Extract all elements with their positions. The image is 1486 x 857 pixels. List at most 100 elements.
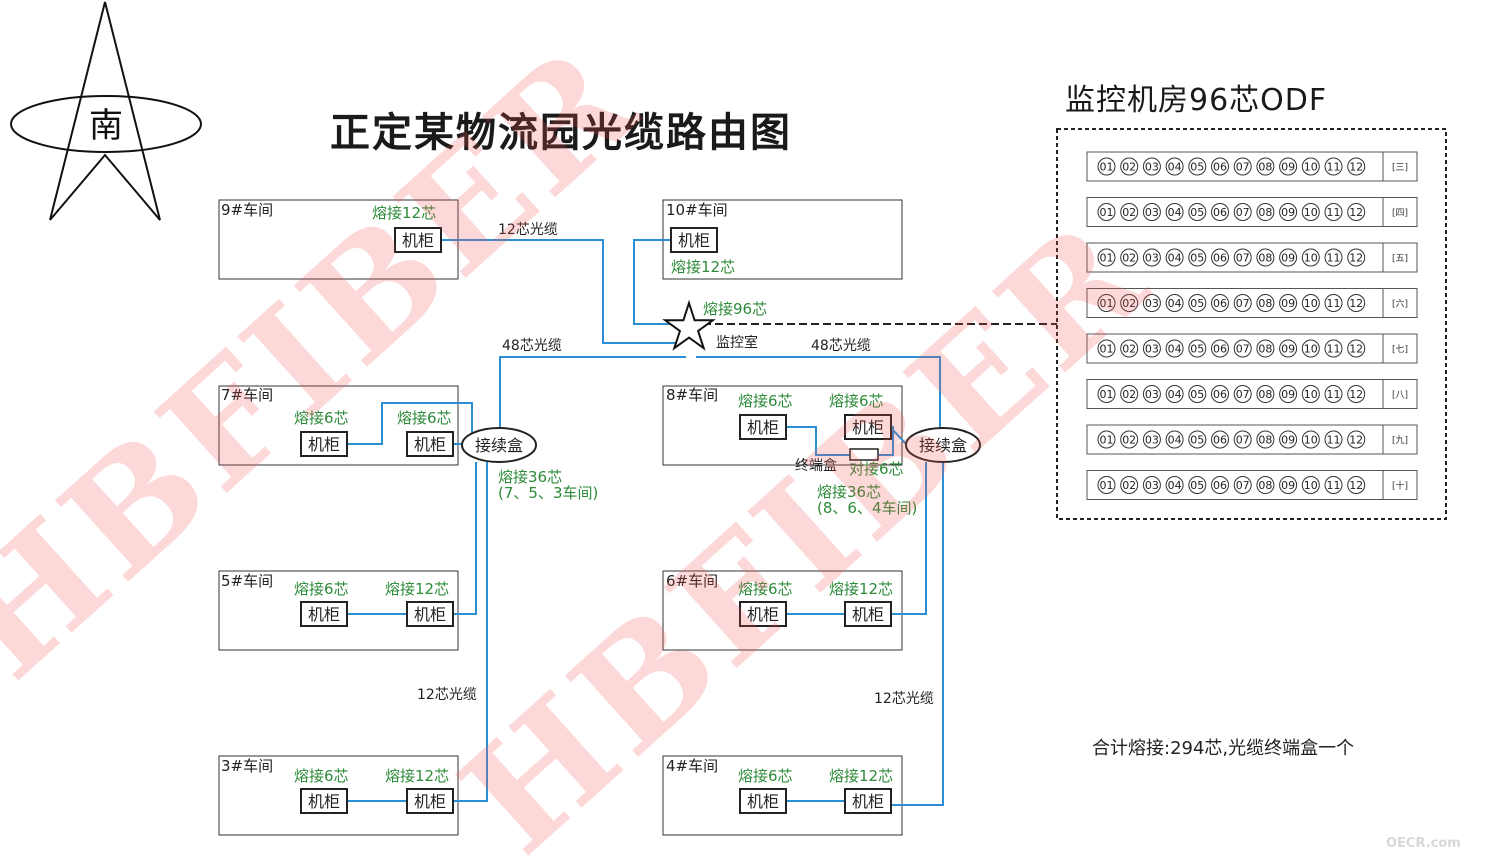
odf-port: [1120, 430, 1139, 449]
odf-port: [1279, 339, 1298, 358]
workshop-4-fusion-a: 熔接6芯: [738, 767, 793, 785]
odf-port-number: 12: [1349, 252, 1363, 265]
splice-left-label: 接续盒: [475, 436, 523, 455]
odf-port-number: 03: [1145, 252, 1159, 265]
odf-port: [1120, 157, 1139, 176]
odf-port: [1211, 248, 1229, 267]
odf-row-tag: [八]: [1392, 391, 1408, 401]
odf-port-number: 12: [1349, 297, 1363, 310]
odf-port: [1347, 476, 1366, 494]
odf-port-number: 12: [1349, 343, 1363, 356]
odf-port: [1165, 339, 1184, 358]
workshop-4-fusion-b: 熔接12芯: [829, 767, 893, 785]
workshop-5-fusion-a: 熔接6芯: [294, 580, 349, 598]
odf-port-number: 10: [1304, 434, 1318, 447]
odf-port: [1120, 294, 1139, 312]
cabinet-8a: 机柜: [739, 414, 787, 440]
cabinet-4a: 机柜: [739, 788, 787, 814]
odf-port-number: 06: [1213, 252, 1227, 265]
odf-port-number: 11: [1327, 434, 1341, 447]
odf-port-number: 06: [1213, 297, 1227, 310]
odf-port: [1233, 476, 1252, 494]
odf-port-number: 08: [1258, 252, 1272, 265]
odf-port-number: 08: [1258, 343, 1272, 356]
odf-port: [1211, 203, 1229, 221]
odf-port-number: 03: [1145, 479, 1159, 492]
odf-port: [1097, 203, 1116, 221]
workshop-3-fusion-a: 熔接6芯: [294, 767, 349, 785]
odf-port: [1188, 339, 1207, 358]
odf-port: [1097, 294, 1116, 312]
odf-port-number: 03: [1145, 161, 1159, 174]
odf-port-number: 08: [1258, 388, 1272, 401]
odf-port-number: 02: [1122, 297, 1136, 310]
workshop-10-name: 10#车间: [666, 201, 728, 219]
odf-port: [1233, 157, 1252, 176]
odf-port: [1188, 294, 1207, 312]
odf-port: [1256, 430, 1275, 449]
cabinet-5b-label: 机柜: [414, 605, 446, 624]
terminal-box: [849, 448, 879, 461]
odf-port: [1279, 248, 1298, 267]
odf-port: [1324, 476, 1343, 494]
odf-port: [1142, 339, 1161, 358]
compass-south-icon: 南: [10, 1, 202, 221]
odf-port: [1165, 203, 1184, 221]
odf-port: [1256, 294, 1275, 312]
odf-port-number: 08: [1258, 297, 1272, 310]
odf-port: [1233, 248, 1252, 267]
odf-port-number: 05: [1190, 161, 1204, 174]
odf-port-number: 10: [1304, 252, 1318, 265]
odf-port: [1211, 157, 1229, 176]
odf-title: 监控机房96芯ODF: [1065, 83, 1327, 118]
odf-port: [1165, 430, 1184, 449]
odf-port: [1233, 339, 1252, 358]
workshop-7-name: 7#车间: [221, 386, 273, 404]
odf-port: [1188, 430, 1207, 449]
splice-left-fusion: 熔接36芯: [498, 468, 562, 486]
odf-port-number: 07: [1236, 388, 1250, 401]
odf-port-number: 07: [1236, 161, 1250, 174]
cabinet-6b-label: 机柜: [852, 605, 884, 624]
workshop-3-name: 3#车间: [221, 757, 273, 775]
odf-port: [1097, 476, 1116, 494]
odf-port-number: 09: [1281, 479, 1295, 492]
odf-port-number: 11: [1327, 297, 1341, 310]
odf-port: [1301, 248, 1320, 267]
cabinet-3a-label: 机柜: [308, 792, 340, 811]
workshop-5-fusion-b: 熔接12芯: [385, 580, 449, 598]
splice-left-note: (7、5、3车间): [498, 484, 598, 502]
workshop-6-fusion-b: 熔接12芯: [829, 580, 893, 598]
odf-port-number: 12: [1349, 388, 1363, 401]
splice-box-left: 接续盒: [461, 427, 537, 463]
workshop-5-name: 5#车间: [221, 572, 273, 590]
odf-port: [1142, 294, 1161, 312]
odf-port-number: 05: [1190, 388, 1204, 401]
odf-port: [1211, 339, 1229, 358]
odf-row-tag: [五]: [1392, 254, 1408, 264]
odf-frame: [1056, 128, 1447, 520]
cable-48-left: [499, 356, 686, 431]
cable-48-right: [696, 356, 941, 429]
odf-port: [1301, 385, 1320, 403]
odf-port-number: 09: [1281, 434, 1295, 447]
odf-row-tag: [九]: [1392, 435, 1408, 446]
cabinet-6a-label: 机柜: [747, 605, 779, 624]
cabinet-10: 机柜: [670, 227, 718, 253]
cable-label-48-left: 48芯光缆: [502, 338, 562, 354]
odf-port: [1279, 476, 1298, 494]
cabinet-10-label: 机柜: [678, 231, 710, 250]
odf-row-tag: [三]: [1392, 163, 1408, 173]
cabinet-6b: 机柜: [844, 601, 892, 627]
cable-left-to-3: [453, 462, 488, 802]
splice-right-fusion: 熔接36芯: [817, 483, 881, 501]
odf-port: [1301, 339, 1320, 358]
odf-port: [1256, 248, 1275, 267]
odf-port-number: 09: [1281, 252, 1295, 265]
odf-port-number: 01: [1100, 252, 1114, 265]
